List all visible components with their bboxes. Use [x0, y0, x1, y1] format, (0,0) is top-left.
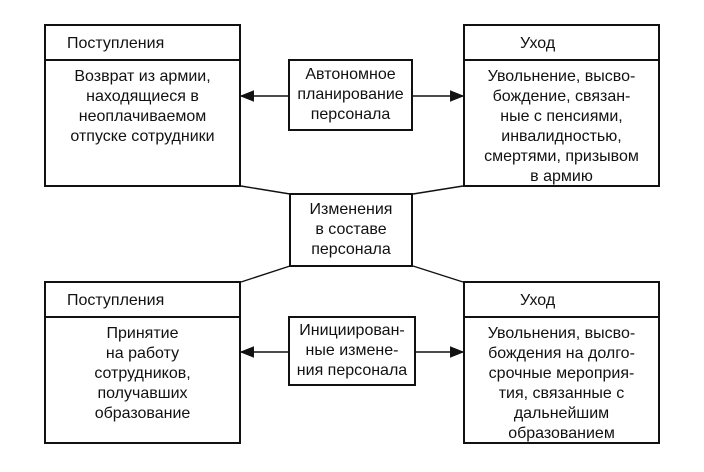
top-left-box: Поступления Возврат из армии, находящиес… [44, 24, 241, 187]
bottom-center-text: Инициирован- ные измене- ния персонала [296, 322, 408, 379]
connector-top-left [240, 185, 291, 195]
connector-bottom-right [412, 265, 464, 283]
bottom-left-body: Принятие на работу сотрудников, получавш… [94, 325, 191, 422]
top-right-box: Уход Увольнение, высво- бождение, связан… [463, 24, 660, 187]
top-center-box: Автономное планирование персонала [288, 59, 413, 131]
connector-bottom-left [240, 265, 291, 283]
top-right-body: Увольнение, высво- бождение, связан- ные… [484, 68, 639, 185]
top-right-header: Уход [465, 26, 658, 61]
top-left-body: Возврат из армии, находящиеся в неоплачи… [70, 68, 215, 145]
bottom-right-header: Уход [465, 283, 658, 318]
connector-top-right [412, 185, 464, 195]
middle-center-text: Изменения в составе персонала [309, 201, 393, 258]
bottom-left-box: Поступления Принятие на работу сотрудник… [44, 281, 241, 444]
middle-center-box: Изменения в составе персонала [289, 193, 413, 267]
bottom-left-header: Поступления [46, 283, 239, 318]
bottom-right-box: Уход Увольнения, высво- бождения на долг… [463, 281, 660, 444]
top-center-text: Автономное планирование персонала [297, 66, 404, 123]
bottom-center-box: Инициирован- ные измене- ния персонала [288, 316, 416, 386]
bottom-right-body: Увольнения, высво- бождения на долго- ср… [487, 325, 636, 442]
top-left-header: Поступления [46, 26, 239, 61]
